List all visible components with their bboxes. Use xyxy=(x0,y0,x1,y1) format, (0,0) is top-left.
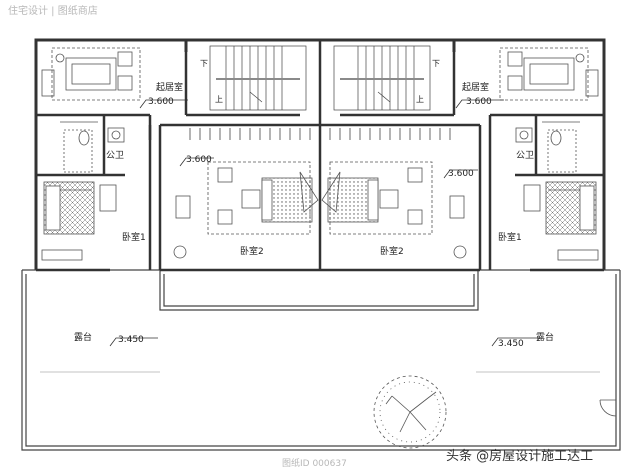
right-wardrobe xyxy=(329,128,451,140)
left-living-label: 起居室 xyxy=(156,81,183,93)
left-terrace-label: 露台 xyxy=(74,331,92,343)
right-bedroom1-label: 卧室1 xyxy=(498,231,522,243)
level-right-terrace: 3.450 xyxy=(498,339,524,349)
left-stair-down: 下 xyxy=(200,59,208,68)
level-right-living: 3.600 xyxy=(466,97,492,107)
right-bedroom1-furniture xyxy=(523,181,599,261)
level-marks xyxy=(109,99,540,347)
right-bedroom2-label: 卧室2 xyxy=(380,245,404,257)
level-left-bedroom2: 3.600 xyxy=(186,155,212,165)
credit-text: 头条 @房屋设计施工达工 xyxy=(446,448,593,464)
level-right-bedroom2: 3.600 xyxy=(448,169,474,179)
left-unit-walls xyxy=(36,40,322,272)
left-bath xyxy=(60,121,125,173)
left-bedroom1-furniture xyxy=(41,181,117,261)
left-stairs xyxy=(209,45,307,111)
left-stair-treads xyxy=(225,46,283,110)
tree-symbol xyxy=(373,375,447,449)
right-stair-up: 上 xyxy=(416,95,424,104)
level-left-living: 3.600 xyxy=(148,97,174,107)
left-bedroom2-label: 卧室2 xyxy=(240,245,264,257)
left-wardrobe xyxy=(189,128,311,140)
right-stair-down: 下 xyxy=(432,59,440,68)
right-living-label: 起居室 xyxy=(462,81,489,93)
right-unit-walls xyxy=(320,52,604,272)
right-living-furniture xyxy=(499,47,599,101)
terrace-parapet xyxy=(21,269,621,451)
level-left-terrace: 3.450 xyxy=(118,335,144,345)
left-living-furniture xyxy=(41,47,141,101)
right-stairs xyxy=(333,45,431,111)
right-bath-label: 公卫 xyxy=(516,150,534,161)
left-bedroom2-furniture xyxy=(173,128,319,259)
right-bedroom2-furniture xyxy=(321,128,467,259)
watermark-top: 住宅设计 | 图纸商店 xyxy=(8,4,98,17)
left-stair-up: 上 xyxy=(215,95,223,104)
right-terrace-label: 露台 xyxy=(536,331,554,343)
corner-door xyxy=(599,399,617,417)
watermark-bottom: 图纸ID 000637 xyxy=(282,457,347,469)
left-bedroom1-label: 卧室1 xyxy=(122,231,146,243)
left-bath-label: 公卫 xyxy=(106,150,124,161)
right-stair-treads xyxy=(357,46,415,110)
right-bath xyxy=(515,121,580,173)
